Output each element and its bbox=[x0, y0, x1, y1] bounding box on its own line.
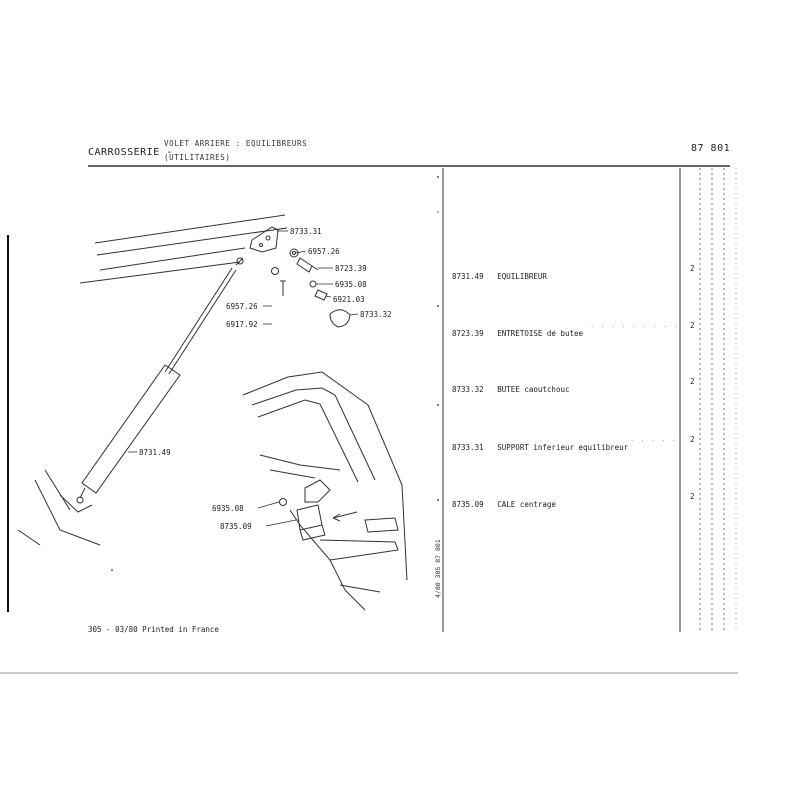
part-qty: 2 bbox=[690, 435, 695, 444]
part-qty: 2 bbox=[690, 264, 695, 273]
part-qty: 2 bbox=[690, 377, 695, 386]
callout-6921-03: 6921.03 bbox=[333, 295, 365, 304]
table-row: 8723.39 ENTRETOISE de butee bbox=[452, 321, 678, 338]
part-qty: 2 bbox=[690, 321, 695, 330]
callout-8723-39: 8723.39 bbox=[335, 264, 367, 273]
callout-6935-08-top: 6935.08 bbox=[335, 280, 367, 289]
part-code: 8731.49 bbox=[452, 272, 484, 281]
callout-6935-08-bottom: 6935.08 bbox=[212, 504, 244, 513]
callout-6957-26-left: 6957.26 bbox=[226, 302, 258, 311]
part-description: BUTEE caoutchouc bbox=[497, 385, 570, 394]
part-description: EQUILIBREUR bbox=[497, 272, 547, 281]
callout-8733-32: 8733.32 bbox=[360, 310, 392, 319]
part-code: 8733.32 bbox=[452, 385, 484, 394]
callout-8731-49: 8731.49 bbox=[139, 448, 171, 457]
callout-8735-09: 8735.09 bbox=[220, 522, 252, 531]
section-title: CARROSSERIE - bbox=[88, 147, 173, 158]
leader-dots: . . . . . . . . . . . . bbox=[590, 321, 678, 329]
table-row: 8733.31 SUPPORT inferieur equilibreur bbox=[452, 435, 678, 452]
section-subtitle-line1: VOLET ARRIERE : EQUILIBREURS bbox=[164, 139, 308, 148]
part-qty: 2 bbox=[690, 492, 695, 501]
vertical-reference: 4/80 305 87 801 bbox=[434, 539, 442, 598]
page-code: 87 801 bbox=[691, 143, 731, 154]
section-subtitle-line2: (UTILITAIRES) bbox=[164, 153, 231, 162]
part-code: 8735.09 bbox=[452, 500, 484, 509]
part-code: 8733.31 bbox=[452, 443, 484, 452]
table-row: 8733.32 BUTEE caoutchouc bbox=[452, 377, 678, 394]
part-description: SUPPORT inferieur equilibreur bbox=[497, 443, 629, 452]
leader-dots: . . . . . . bbox=[630, 435, 678, 443]
callout-6917-92: 6917.92 bbox=[226, 320, 258, 329]
callout-8733-31-top: 8733.31 bbox=[290, 227, 322, 236]
table-row: 8735.09 CALE centrage bbox=[452, 492, 678, 509]
part-code: 8723.39 bbox=[452, 329, 484, 338]
print-footer: 305 - 03/80 Printed in France bbox=[88, 625, 219, 634]
part-description: ENTRETOISE de butee bbox=[497, 329, 584, 338]
table-row: 8731.49 EQUILIBREUR bbox=[452, 264, 678, 281]
part-description: CALE centrage bbox=[497, 500, 556, 509]
callout-6957-26-top: 6957.26 bbox=[308, 247, 340, 256]
